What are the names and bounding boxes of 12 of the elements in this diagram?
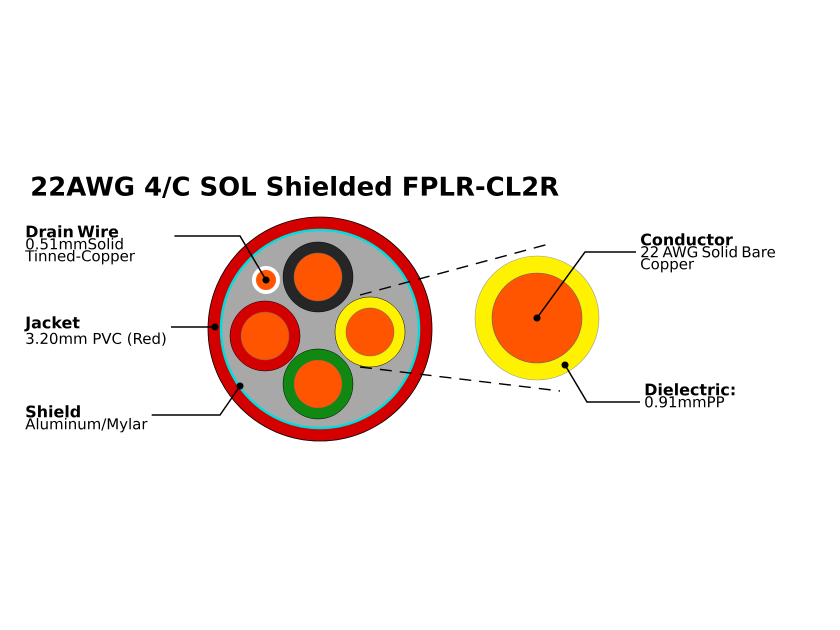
leader-line (562, 362, 640, 403)
callout-text: Shield Aluminum/Mylar (25, 405, 148, 432)
callout-text: Drain Wire 0.51mmSolid Tinned-Copper (25, 225, 135, 264)
conductor-core (492, 272, 582, 364)
leader-line (152, 382, 244, 416)
title: 22AWG 4/C SOL Shielded FPLR-CL2R (32, 176, 559, 198)
callout-text: Jacket 3.20mm PVC (Red) (24, 316, 166, 346)
leader-line (174, 235, 270, 284)
leader-line (171, 324, 218, 330)
callout-text: Conductor 22 AWG Solid Bare Copper (641, 233, 775, 272)
leader-line (534, 251, 636, 322)
callout-text: Dielectric: 0.91mmPP (645, 383, 734, 408)
